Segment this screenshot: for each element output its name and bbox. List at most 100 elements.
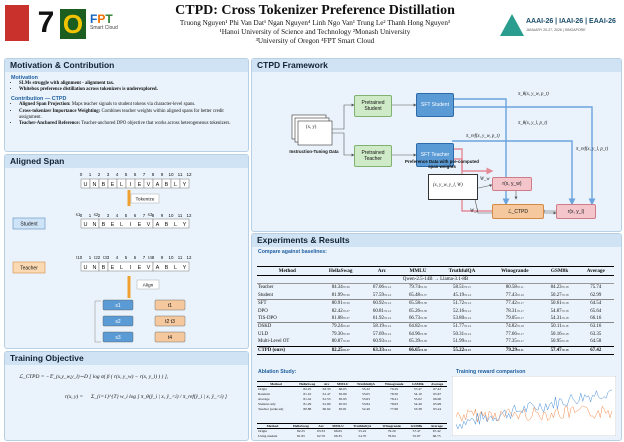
ablation-value-cell: 78.63 — [390, 402, 399, 406]
framework-title: CTPD Framework — [252, 59, 621, 72]
aligned-span-box — [102, 315, 134, 327]
ablation-value-cell: 61.47 — [322, 392, 331, 396]
char-label: E — [111, 265, 115, 271]
char-label: N — [93, 265, 97, 271]
char-label: E — [138, 182, 142, 188]
ablation-value-cell: 61.80 — [322, 402, 331, 406]
char-label: V — [147, 265, 151, 271]
method-cell: CTPD (ours) — [257, 345, 318, 356]
char-index: 1 — [89, 172, 92, 177]
value-cell: 63.35 — [590, 331, 602, 337]
aligned-span-label: t1 — [168, 303, 172, 309]
char-index: 10 — [169, 255, 174, 260]
method-cell: TIS-DPO — [258, 316, 277, 322]
aaai-logo: AAAI-26 | IAAI-26 | EAAI-26 JANUARY 20-2… — [500, 14, 618, 40]
pi-ref-l: π_ref(x, y_l, p_t) — [576, 147, 609, 152]
value-cell: 60.81±0.14 — [372, 308, 391, 314]
student-token — [98, 218, 154, 229]
sft-student-box: SFT Student — [416, 93, 454, 117]
aligned-span-box — [154, 315, 186, 327]
char-index: 10 — [169, 213, 174, 218]
value-cell: 79.30±0.39 — [331, 331, 350, 337]
ablation-column-header: Average — [427, 381, 447, 387]
value-cell: 79.74±0.32 — [408, 285, 427, 291]
char-label: Y — [183, 182, 187, 188]
char-label: N — [93, 222, 97, 228]
value-cell: 60.92±0.14 — [363, 299, 400, 308]
ablation-method-cell: Origin — [258, 429, 268, 433]
aligned-span-label: s2 — [115, 319, 121, 325]
ablation-caption: Ablation Study: — [258, 369, 297, 375]
char-index: 10 — [168, 172, 174, 177]
motivation-item: Whitebox preference distillation across … — [19, 87, 245, 93]
value-cell: 52.16±0.14 — [453, 308, 471, 314]
char-index: 4 — [116, 213, 119, 218]
reward-lose-box: r(x, y_l) — [556, 204, 596, 219]
char-index: 9 — [161, 213, 164, 218]
ablation-method-cell: Using student — [258, 434, 278, 438]
aligned-span-box — [154, 331, 186, 343]
ablation-value-cell: 62.76 — [317, 434, 326, 438]
ablation-value-cell: 65.93 — [338, 402, 347, 406]
framework-arrows — [291, 98, 596, 215]
aligned-span-label: t2 t3 — [165, 319, 175, 325]
value-cell: 61.92±0.14 — [372, 316, 391, 322]
value-cell: 75.74 — [590, 285, 602, 291]
ablation-value-cell: 65.67 — [433, 392, 442, 396]
value-cell: 64.54 — [577, 299, 614, 308]
value-cell: 50.27±0.18 — [550, 292, 569, 298]
char-index: 5 — [125, 213, 128, 218]
column-header: Average — [577, 266, 614, 276]
table-subheader: Qwen-2.5-14B → Llama-3.1-8B — [257, 275, 614, 285]
aligned-span-label: s1 — [115, 303, 121, 309]
value-cell: 77.43±0.19 — [505, 292, 524, 298]
objective-panel: Training Objective ℒ_CTPD = −𝔼_(x,y_w,y_… — [4, 351, 249, 441]
motivation-list: SLMs struggle with alignment - alignment… — [11, 81, 245, 93]
value-cell: 81.99±0.36 — [331, 292, 350, 298]
column-header: Winogrande — [487, 266, 542, 276]
ablation-value-cell: 79.29 — [387, 429, 396, 433]
value-cell: 65.64 — [590, 308, 602, 314]
table-subheader-row: Qwen-2.5-14B → Llama-3.1-8B — [257, 275, 614, 285]
value-cell: 84.23±0.18 — [550, 285, 569, 291]
ablation-value-cell: 57.47 — [412, 429, 421, 433]
char-label: V — [147, 222, 151, 228]
aligned-span-box — [102, 331, 134, 343]
ablation-method-cell: Average — [258, 397, 270, 401]
value-cell: 82.25±0.37 — [317, 345, 364, 356]
teacher-token-label: t3 — [103, 255, 107, 260]
ablation-value-cell: 54.49 — [413, 402, 422, 406]
char-label: N — [93, 182, 97, 188]
ablation-method-cell: Origin — [258, 387, 268, 391]
value-cell: 63.16 — [577, 322, 614, 331]
ablation-value-cell: 66.65 — [338, 387, 347, 391]
value-cell: 80.87±0.39 — [331, 339, 350, 345]
value-cell: 50.16±0.18 — [550, 331, 569, 337]
ablation-column-header: MMLU — [328, 423, 348, 429]
value-cell: 50.61±0.18 — [541, 299, 578, 308]
char-index: 4 — [116, 255, 119, 260]
value-cell: 82.42±0.37 — [331, 308, 350, 314]
method-cell: Student — [258, 292, 273, 298]
char-index: 5 — [125, 255, 128, 260]
framework-panel: CTPD Framework (x, y) Instruction-Tuning… — [251, 58, 622, 232]
char-label: L — [120, 222, 123, 228]
value-cell: 66.16 — [590, 316, 602, 322]
char-index: 12 — [187, 255, 192, 260]
char-label: A — [156, 222, 160, 228]
ablation-value-cell: 65.95 — [338, 397, 347, 401]
char-label: A — [156, 182, 160, 188]
char-index: 3 — [107, 172, 110, 177]
objective-title: Training Objective — [5, 352, 248, 365]
tokenize-label: Tokenize — [136, 197, 155, 203]
affiliation-line-2: ³University of Oregon ⁴FPT Smart Cloud — [255, 37, 375, 45]
